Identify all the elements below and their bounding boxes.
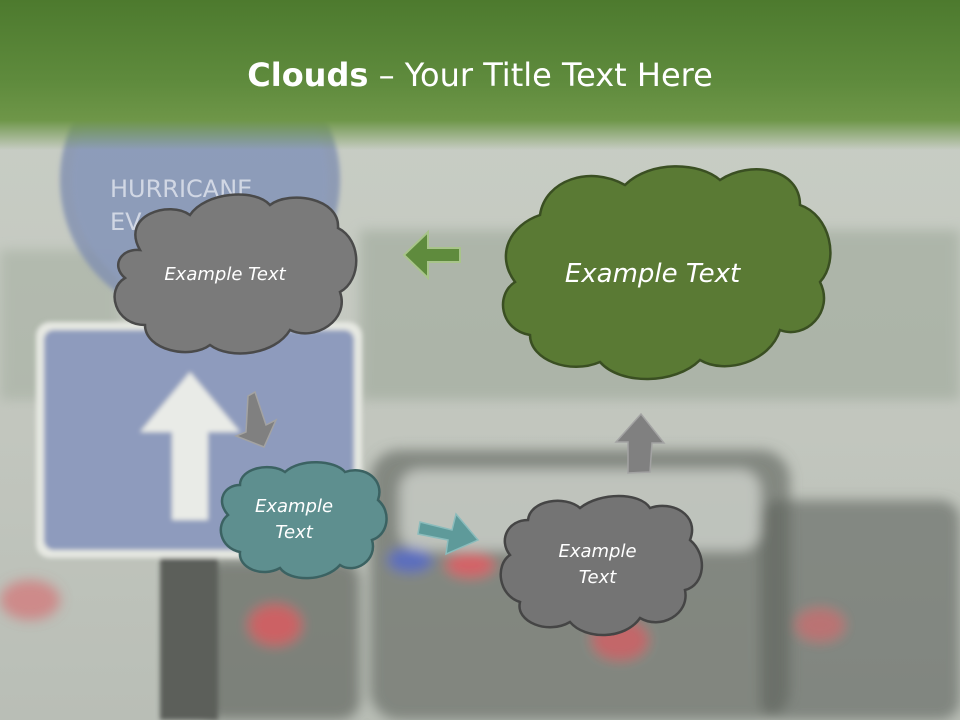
cloud-top-left-label: Example Text xyxy=(164,263,286,285)
cloud-top-right-label: Example Text xyxy=(564,259,741,290)
cloud-top-left-shape[interactable] xyxy=(113,193,358,355)
cloud-top-right-shape[interactable] xyxy=(501,165,832,381)
cloud-bottom-right-shape[interactable] xyxy=(499,494,704,637)
title-rest: Your Title Text Here xyxy=(404,56,713,94)
title-bar xyxy=(0,0,960,150)
arrow-up-icon xyxy=(614,412,666,474)
slide-title[interactable]: Clouds – Your Title Text Here xyxy=(0,56,960,94)
arrow-down-icon xyxy=(233,390,278,448)
cloud-mid-left-shape[interactable] xyxy=(219,461,388,580)
cloud-bottom-right-label: Example Text xyxy=(558,540,637,588)
title-dash: – xyxy=(368,56,405,94)
arrow-left-icon xyxy=(402,229,461,281)
arrow-right-icon xyxy=(417,512,480,556)
cloud-mid-left-label: Example Text xyxy=(254,495,334,543)
title-bold: Clouds xyxy=(247,56,369,94)
